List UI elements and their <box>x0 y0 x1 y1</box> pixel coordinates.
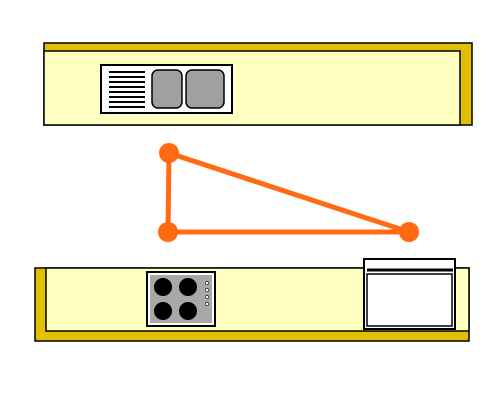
sink <box>100 64 233 114</box>
control-knob-2 <box>205 288 209 292</box>
triangle-vertex-cooktop <box>158 222 178 242</box>
control-knob-1 <box>205 281 209 285</box>
burner-top-right <box>179 278 197 296</box>
work-triangle <box>158 143 419 242</box>
sink-bowl-left <box>151 69 183 109</box>
burner-bottom-left <box>154 302 172 320</box>
burner-top-left <box>154 278 172 296</box>
sink-bowl-right <box>185 69 225 109</box>
oven-door <box>366 273 453 327</box>
triangle-vertex-refrigerator <box>399 222 419 242</box>
control-knob-3 <box>205 295 209 299</box>
oven <box>363 258 456 330</box>
triangle-vertex-sink <box>159 143 179 163</box>
work-triangle-path <box>165 150 412 235</box>
burner-bottom-right <box>179 302 197 320</box>
cooktop <box>146 271 216 327</box>
control-knob-4 <box>205 302 209 306</box>
sink-drainboard <box>109 71 145 108</box>
